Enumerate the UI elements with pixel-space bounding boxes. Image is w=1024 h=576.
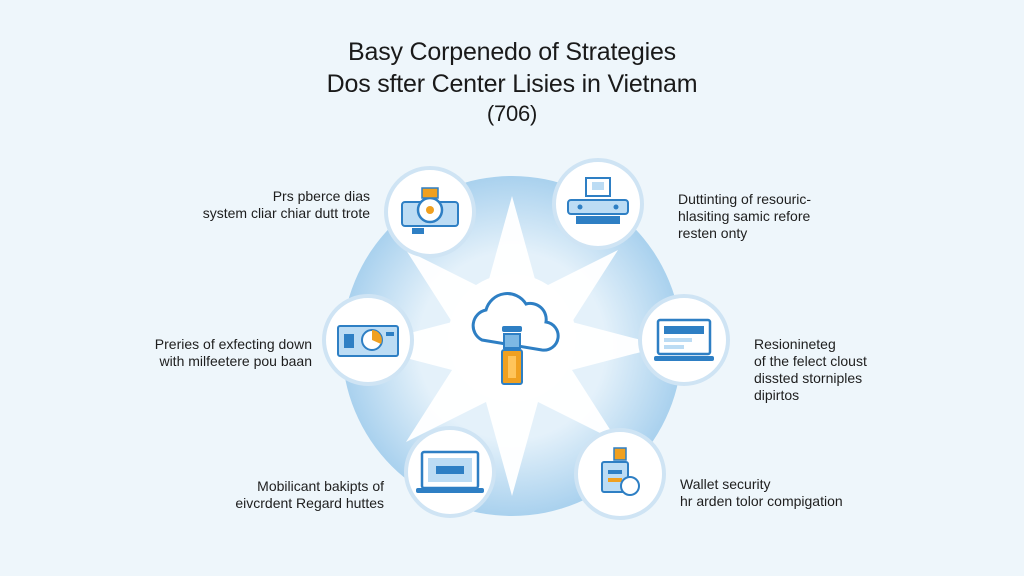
- caption-wallet: Wallet security hr arden tolor compigati…: [680, 476, 843, 510]
- document-chart-icon: [337, 325, 399, 357]
- caption-document: Preries of exfecting down with milfeeter…: [155, 336, 312, 370]
- node-monitor: [638, 294, 730, 386]
- node-server: [552, 158, 644, 250]
- caption-line: resten onty: [678, 225, 748, 241]
- title-line-3: (706): [486, 101, 538, 126]
- node-laptop: [404, 426, 496, 518]
- caption-line: dipirtos: [754, 387, 800, 403]
- node-wallet: [574, 428, 666, 520]
- caption-line: Prs pberce dias: [272, 188, 370, 204]
- caption-line: Resionineteg: [754, 336, 836, 352]
- server-rack-icon: [567, 177, 629, 224]
- caption-line: Duttinting of resouric-: [678, 191, 812, 207]
- caption-line: eivcrdent Regard huttes: [235, 495, 384, 511]
- caption-line: with milfeetere pou baan: [159, 353, 312, 369]
- caption-line: dissted storniples: [754, 370, 863, 386]
- caption-gadget: Prs pberce dias system cliar chiar dutt …: [203, 188, 370, 222]
- title-line-2: Dos sfter Center Lisies in Vietnam: [326, 70, 698, 98]
- caption-line: Preries of exfecting down: [154, 336, 312, 352]
- title-line-1: Basy Corpenedo of Strategies: [348, 38, 676, 66]
- node-document: [322, 294, 414, 386]
- caption-server: Duttinting of resouric- hlasiting samic …: [678, 191, 811, 242]
- node-gadget: [384, 166, 476, 258]
- cloud-server-icon: [471, 292, 560, 385]
- caption-laptop: Mobilicant bakipts of eivcrdent Regard h…: [235, 478, 384, 512]
- wallet-lock-icon: [601, 447, 640, 496]
- caption-line: hlasiting samic refore: [678, 208, 811, 224]
- laptop-icon: [416, 450, 484, 493]
- caption-line: system cliar chiar dutt trote: [202, 205, 370, 221]
- gear-gadget-icon: [401, 187, 459, 234]
- caption-line: Wallet security: [680, 476, 771, 492]
- caption-monitor: Resionineteg of the felect cloust disste…: [754, 336, 867, 404]
- caption-line: Mobilicant bakipts of: [257, 478, 384, 494]
- monitor-icon: [654, 318, 714, 361]
- caption-line: hr arden tolor compigation: [680, 493, 843, 509]
- caption-line: of the felect cloust: [754, 353, 867, 369]
